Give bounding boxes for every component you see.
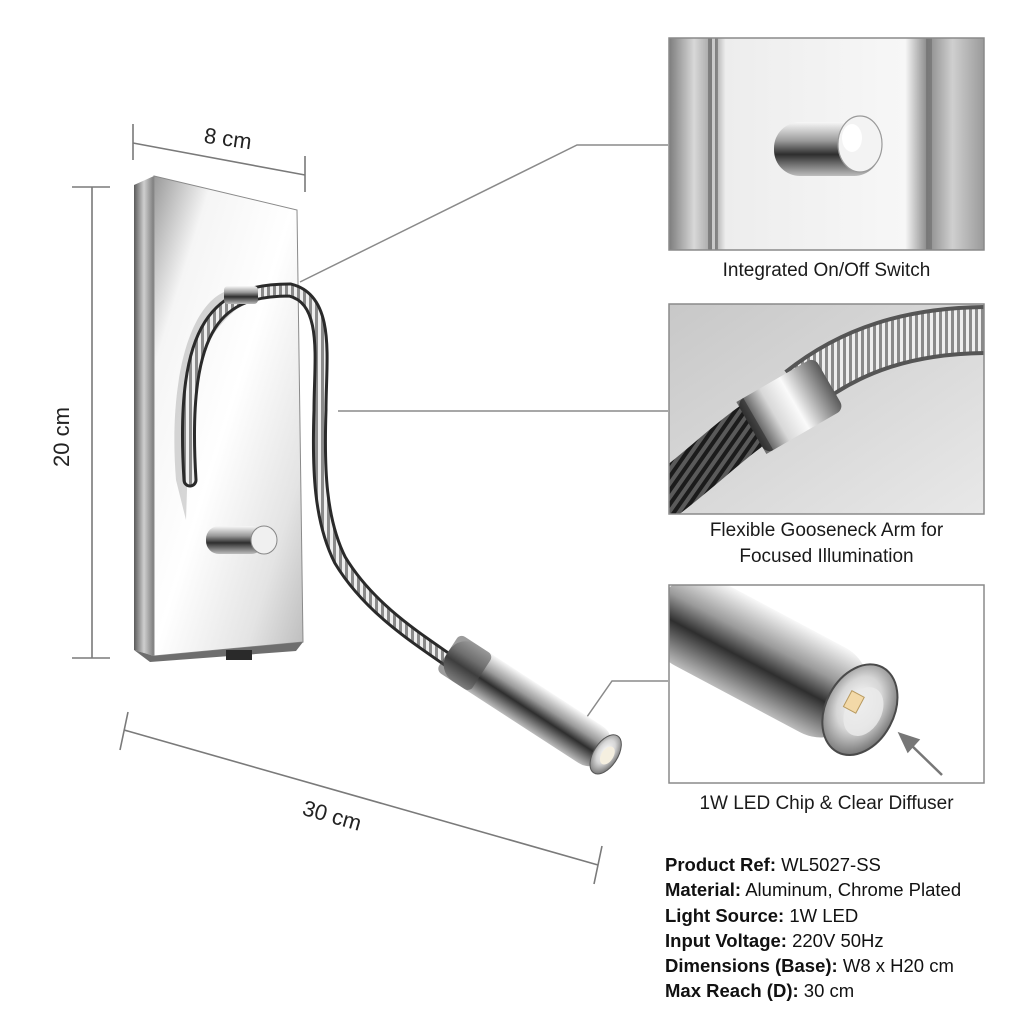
spec-light-source: Light Source: 1W LED — [665, 903, 1020, 928]
detail-led-panel — [668, 584, 985, 784]
spec-key: Light Source: — [665, 904, 785, 926]
height-dimension-label: 20 cm — [48, 407, 74, 467]
spec-dimensions: Dimensions (Base): W8 x H20 cm — [665, 953, 1020, 978]
pointer-arrow-icon — [897, 731, 943, 776]
detail-switch-panel — [668, 37, 985, 251]
spec-key: Max Reach (D): — [665, 980, 799, 1002]
spec-value: WL5027-SS — [781, 854, 881, 875]
spec-value: Aluminum, Chrome Plated — [745, 879, 962, 901]
spec-key: Product Ref: — [665, 854, 776, 875]
spec-key: Input Voltage: — [665, 929, 787, 951]
height-dimension-line — [72, 186, 110, 659]
spec-max-reach: Max Reach (D): 30 cm — [665, 978, 1020, 1003]
gooseneck-arm — [181, 282, 463, 673]
wall-plate — [134, 175, 304, 662]
switch-caption: Integrated On/Off Switch — [722, 260, 931, 281]
spec-product-ref: Product Ref: WL5027-SS — [665, 852, 1020, 877]
spec-input-voltage: Input Voltage: 220V 50Hz — [665, 928, 1020, 953]
spec-key: Dimensions (Base): — [665, 955, 838, 977]
spec-material: Material: Aluminum, Chrome Plated — [665, 877, 1020, 902]
gooseneck-caption-line1: Flexible Gooseneck Arm for — [709, 520, 944, 541]
callout-leaders — [299, 144, 668, 735]
spec-list: Product Ref: WL5027-SS Material: Aluminu… — [665, 852, 1020, 1004]
led-caption: 1W LED Chip & Clear Diffuser — [699, 793, 954, 814]
spec-value: 220V 50Hz — [792, 929, 884, 951]
reach-dimension-line — [119, 711, 603, 885]
spec-key: Material: — [665, 879, 742, 901]
gooseneck-caption-line2: Focused Illumination — [739, 546, 914, 567]
width-dimension-line — [132, 124, 306, 192]
plate-switch — [206, 525, 278, 555]
spec-value: 30 cm — [803, 980, 855, 1002]
spec-value: 1W LED — [789, 904, 859, 926]
led-head — [438, 635, 622, 775]
spec-value: W8 x H20 cm — [842, 955, 954, 977]
detail-gooseneck-panel — [668, 303, 985, 515]
